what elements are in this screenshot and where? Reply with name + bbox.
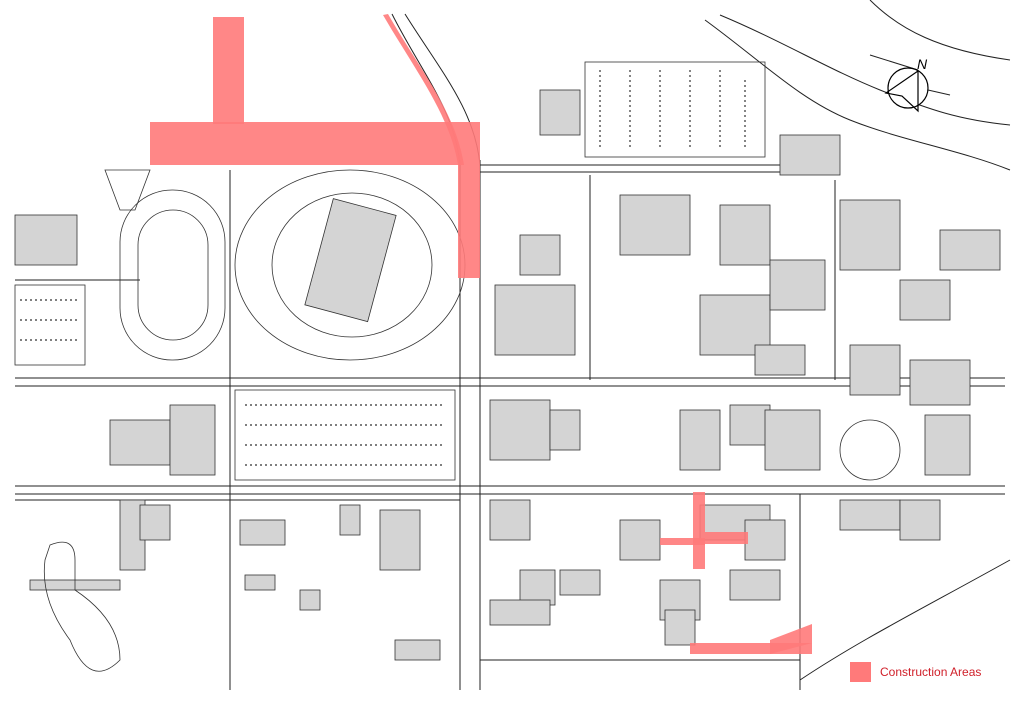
construction-zone-south-east-road <box>770 624 812 654</box>
legend-label-construction: Construction Areas <box>880 665 982 679</box>
construction-zone-curve-road <box>383 14 464 165</box>
construction-zone-south-horizontal <box>705 532 748 544</box>
running-track <box>104 169 226 361</box>
river-bank-south <box>719 14 1011 126</box>
construction-zone-south-west <box>660 538 705 545</box>
parking-lots <box>14 61 766 481</box>
compass-icon <box>869 54 951 113</box>
legend-swatch-construction <box>850 662 871 682</box>
buildings <box>14 89 1001 672</box>
shoreline-southeast <box>799 559 1011 681</box>
construction-zone-south-vertical <box>693 492 705 569</box>
construction-zone-north-lot <box>213 17 244 124</box>
river-bank-north <box>704 19 1011 171</box>
construction-zone-stadium-north <box>150 122 480 165</box>
legend: Construction Areas <box>850 662 981 682</box>
construction-zone-east-road <box>458 165 480 278</box>
construction-areas <box>150 14 812 654</box>
shoreline-east <box>869 0 1011 61</box>
compass-north-label: N <box>917 56 928 72</box>
construction-zone-south-road <box>690 643 812 654</box>
stadium <box>234 169 466 361</box>
